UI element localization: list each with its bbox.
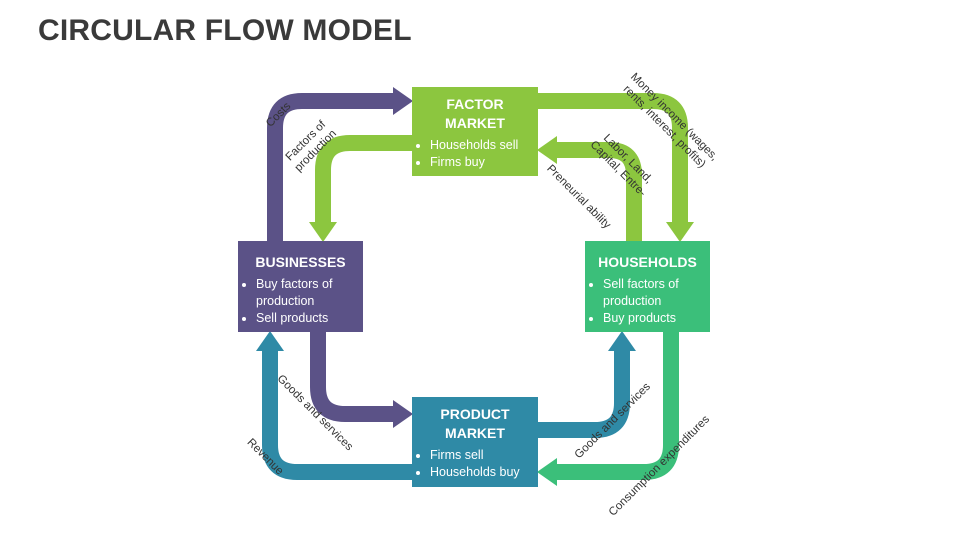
product-market-list: Firms sell Households buy: [412, 447, 538, 481]
goods-and-services-left-arrow: [310, 332, 413, 428]
costs-arrow: [267, 87, 413, 241]
factors-of-production-arrow: [309, 135, 412, 242]
households-box: HOUSEHOLDS Sell factors of production Bu…: [585, 241, 710, 332]
factor-market-list: Households sell Firms buy: [412, 137, 538, 171]
list-item: Firms sell: [430, 447, 538, 464]
businesses-list: Buy factors of production Sell products: [238, 276, 363, 327]
goods-and-services-right-arrow: [538, 331, 636, 438]
list-item: Sell factors of production: [603, 276, 710, 310]
revenue-arrow: [256, 331, 412, 480]
list-item: Households sell: [430, 137, 538, 154]
factor-market-box: FACTOR MARKET Households sell Firms buy: [412, 87, 538, 176]
list-item: Sell products: [256, 310, 363, 327]
labor-land-capital-arrow: [537, 136, 642, 241]
product-market-heading-line2: MARKET: [445, 425, 505, 441]
list-item: Households buy: [430, 464, 538, 481]
businesses-heading: BUSINESSES: [255, 254, 346, 270]
consumption-expenditures-arrow: [537, 332, 679, 486]
households-heading: HOUSEHOLDS: [598, 254, 697, 270]
list-item: Buy factors of production: [256, 276, 363, 310]
households-list: Sell factors of production Buy products: [585, 276, 710, 327]
money-income-arrow: [538, 93, 694, 242]
businesses-box: BUSINESSES Buy factors of production Sel…: [238, 241, 363, 332]
list-item: Firms buy: [430, 154, 538, 171]
list-item: Buy products: [603, 310, 710, 327]
product-market-heading-line1: PRODUCT: [440, 406, 510, 422]
product-market-box: PRODUCT MARKET Firms sell Households buy: [412, 397, 538, 487]
factor-market-heading-line1: FACTOR: [446, 96, 504, 112]
page-title: CIRCULAR FLOW MODEL: [38, 14, 412, 47]
factor-market-heading-line2: MARKET: [445, 115, 505, 131]
